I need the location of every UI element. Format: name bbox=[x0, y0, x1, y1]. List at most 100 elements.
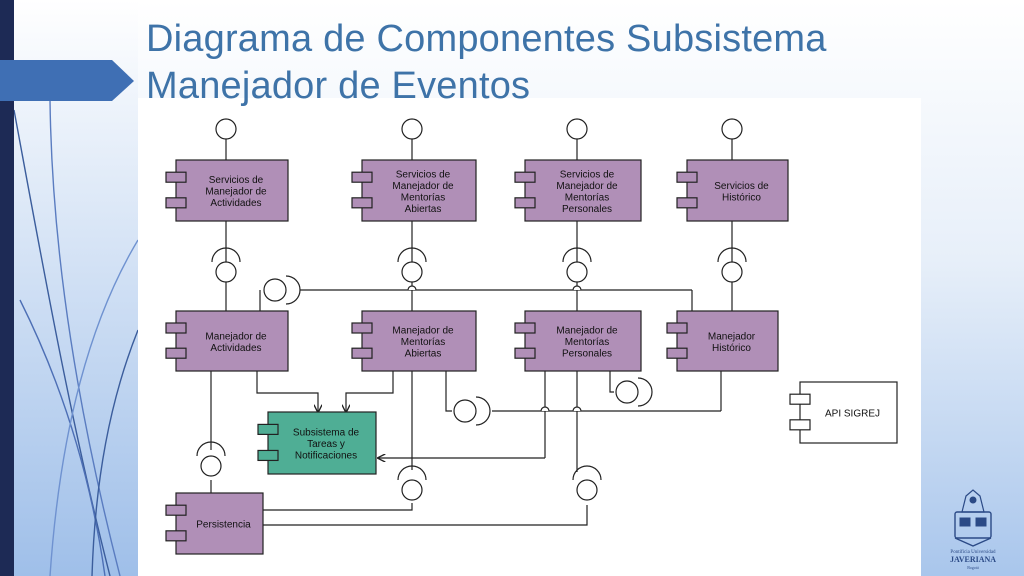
socket-icon bbox=[211, 247, 241, 263]
component-label-line: Manejador de bbox=[205, 331, 267, 342]
component-box bbox=[361, 159, 477, 222]
component-label-line: Mentorías bbox=[401, 192, 445, 203]
component-label-line: Abiertas bbox=[405, 204, 442, 215]
component-box bbox=[524, 310, 642, 372]
slide-title-line-2: Manejador de Eventos bbox=[146, 65, 531, 107]
component-label-line: Mentorías bbox=[565, 192, 609, 203]
interface-circle-icon bbox=[566, 261, 588, 283]
component-label-line: Personales bbox=[562, 204, 612, 215]
component-label: Persistencia bbox=[196, 520, 251, 531]
interface-circle-icon bbox=[215, 261, 237, 283]
component-tab-icon bbox=[165, 197, 187, 209]
component-label-line: Personales bbox=[562, 349, 612, 360]
component-label-line: Manejador de bbox=[556, 326, 618, 337]
component-label-line: Servicios de bbox=[714, 181, 769, 192]
component-tab-icon bbox=[666, 322, 688, 334]
component-tab-icon bbox=[351, 197, 373, 209]
component-tab-icon bbox=[514, 171, 536, 183]
socket-icon bbox=[562, 247, 592, 263]
component-label-line: Manejador de bbox=[392, 326, 454, 337]
logo-line-1: Pontificia Universidad bbox=[950, 550, 996, 555]
interface-circle-icon bbox=[263, 278, 287, 302]
component-tab-icon bbox=[676, 197, 698, 209]
component-box bbox=[175, 310, 289, 372]
component-tab-icon bbox=[165, 347, 187, 359]
socket-icon bbox=[397, 247, 427, 263]
component-label-line: Actividades bbox=[210, 343, 261, 354]
component-label-line: Persistencia bbox=[196, 520, 251, 531]
interface-circle-icon bbox=[721, 261, 743, 283]
socket-icon bbox=[717, 247, 747, 263]
component-label-line: Subsistema de bbox=[293, 428, 360, 439]
left-sidebar-bar bbox=[0, 0, 14, 576]
socket-icon bbox=[285, 275, 301, 305]
component-tab-icon bbox=[165, 171, 187, 183]
component-label-line: Servicios de bbox=[560, 169, 615, 180]
component-tab-icon bbox=[351, 322, 373, 334]
component-tab-icon bbox=[514, 347, 536, 359]
component-label-line: Servicios de bbox=[396, 169, 451, 180]
component-label-line: Mentorías bbox=[565, 337, 609, 348]
component-tab-icon bbox=[165, 530, 187, 542]
component-box bbox=[267, 411, 377, 475]
interface-circle-icon bbox=[215, 118, 237, 140]
socket-icon bbox=[572, 465, 602, 481]
interface-circle-icon bbox=[576, 479, 598, 501]
interface-circle-icon bbox=[401, 479, 423, 501]
component-tab-icon bbox=[789, 419, 811, 431]
component-tab-icon bbox=[676, 171, 698, 183]
interface-circle-icon bbox=[200, 455, 222, 477]
component-tab-icon bbox=[514, 322, 536, 334]
interface-circle-icon bbox=[401, 118, 423, 140]
component-label-line: Notificaciones bbox=[295, 451, 357, 462]
socket-icon bbox=[475, 396, 491, 426]
title-accent-arrow bbox=[0, 60, 134, 101]
component-tab-icon bbox=[257, 449, 279, 462]
crest-icon bbox=[954, 489, 992, 547]
required-interfaces bbox=[196, 247, 747, 481]
component-tab-icon bbox=[789, 393, 811, 405]
university-logo: Pontificia Universidad JAVERIANA Bogotá bbox=[950, 489, 996, 570]
component-box bbox=[524, 159, 642, 222]
component-persistencia: Persistencia bbox=[165, 492, 264, 555]
component-box bbox=[799, 381, 898, 444]
component-label-line: Histórico bbox=[722, 192, 761, 203]
component-box bbox=[175, 492, 264, 555]
component-tab-icon bbox=[351, 171, 373, 183]
interface-circle-icon bbox=[453, 399, 477, 423]
component-tab-icon bbox=[514, 197, 536, 209]
component-label-line: Mentorías bbox=[401, 337, 445, 348]
component-box bbox=[361, 310, 477, 372]
interface-circle-icon bbox=[401, 261, 423, 283]
component-tab-icon bbox=[165, 504, 187, 516]
slide-title-line-1: Diagrama de Componentes Subsistema bbox=[146, 18, 827, 60]
socket-icon bbox=[637, 377, 653, 407]
component-label-line: Actividades bbox=[210, 198, 261, 209]
component-label-line: Abiertas bbox=[405, 349, 442, 360]
interface-circle-icon bbox=[615, 380, 639, 404]
component-label-line: Manejador de bbox=[392, 181, 454, 192]
component-label-line: Servicios de bbox=[209, 175, 264, 186]
component-label-line: Manejador bbox=[708, 331, 756, 342]
component-label-line: Tareas y bbox=[307, 439, 345, 450]
interface-circle-icon bbox=[566, 118, 588, 140]
socket-icon bbox=[397, 465, 427, 481]
crossing-hops bbox=[407, 285, 582, 412]
interface-circle-icon bbox=[721, 118, 743, 140]
component-box bbox=[676, 310, 779, 372]
component-tab-icon bbox=[351, 347, 373, 359]
